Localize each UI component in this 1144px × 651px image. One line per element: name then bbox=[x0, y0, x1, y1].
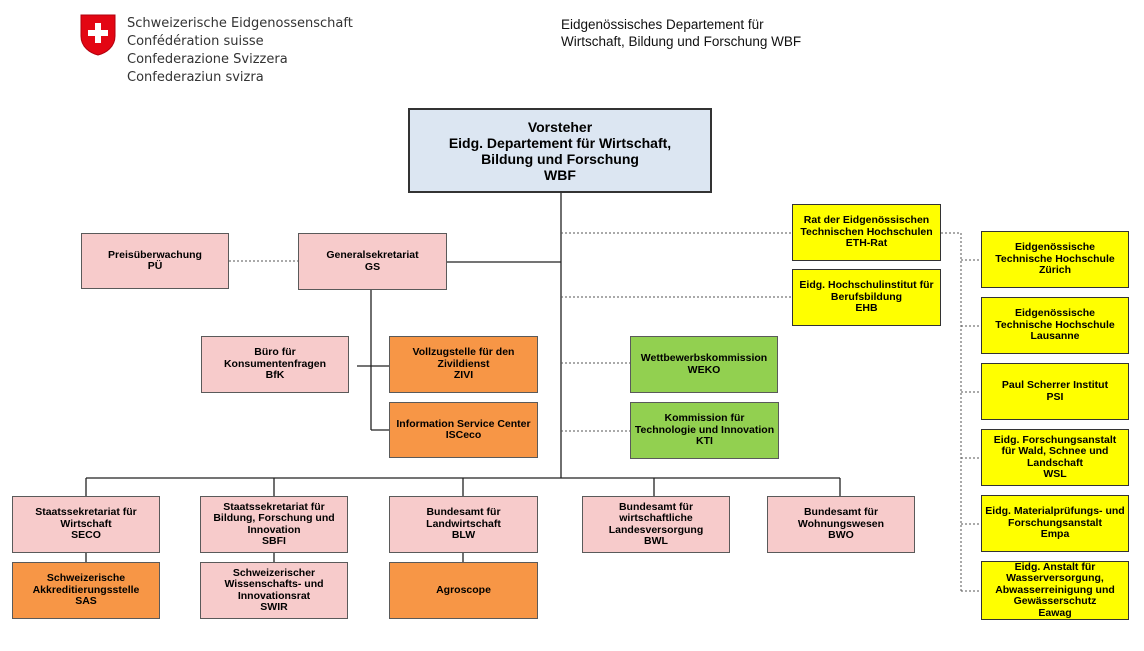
box-bwl: Bundesamt für wirtschaftliche Landesvers… bbox=[582, 496, 730, 553]
swiss-crest-icon bbox=[80, 14, 116, 56]
box-kti: Kommission für Technologie und Innovatio… bbox=[630, 402, 779, 459]
box-agroscope: Agroscope bbox=[389, 562, 538, 619]
box-ethz: Eidgenössische Technische Hochschule Zür… bbox=[981, 231, 1129, 288]
box-blw: Bundesamt für Landwirtschaft BLW bbox=[389, 496, 538, 553]
box-epfl: Eidgenössische Technische Hochschule Lau… bbox=[981, 297, 1129, 354]
box-eawag: Eidg. Anstalt für Wasserversorgung, Abwa… bbox=[981, 561, 1129, 620]
federation-name-it: Confederazione Svizzera bbox=[127, 52, 288, 67]
box-sas: Schweizerische Akkreditierungsstelle SAS bbox=[12, 562, 160, 619]
federation-name-fr: Confédération suisse bbox=[127, 34, 264, 49]
box-pue: Preisüberwachung PÜ bbox=[81, 233, 229, 289]
box-swir: Schweizerischer Wissenschafts- und Innov… bbox=[200, 562, 348, 619]
box-weko: Wettbewerbskommission WEKO bbox=[630, 336, 778, 393]
box-ehb: Eidg. Hochschulinstitut für Berufsbildun… bbox=[792, 269, 941, 326]
box-sbfi: Staatssekretariat für Bildung, Forschung… bbox=[200, 496, 348, 553]
box-isceco: Information Service Center ISCeco bbox=[389, 402, 538, 458]
box-psi: Paul Scherrer Institut PSI bbox=[981, 363, 1129, 420]
federation-name-rm: Confederaziun svizra bbox=[127, 70, 264, 85]
box-empa: Eidg. Materialprüfungs- und Forschungsan… bbox=[981, 495, 1129, 552]
department-title-line2: Wirtschaft, Bildung und Forschung WBF bbox=[561, 34, 802, 49]
box-wsl: Eidg. Forschungsanstalt für Wald, Schnee… bbox=[981, 429, 1129, 486]
box-zivi: Vollzugstelle für den Zivildienst ZIVI bbox=[389, 336, 538, 393]
box-eth-rat: Rat der Eidgenössischen Technischen Hoch… bbox=[792, 204, 941, 261]
department-title-line1: Eidgenössisches Departement für bbox=[561, 17, 764, 32]
box-bfk: Büro für Konsumentenfragen BfK bbox=[201, 336, 349, 393]
box-gs: Generalsekretariat GS bbox=[298, 233, 447, 290]
box-wbf: Vorsteher Eidg. Departement für Wirtscha… bbox=[408, 108, 712, 193]
federation-name-de: Schweizerische Eidgenossenschaft bbox=[127, 16, 353, 31]
box-bwo: Bundesamt für Wohnungswesen BWO bbox=[767, 496, 915, 553]
box-seco: Staatssekretariat für Wirtschaft SECO bbox=[12, 496, 160, 553]
